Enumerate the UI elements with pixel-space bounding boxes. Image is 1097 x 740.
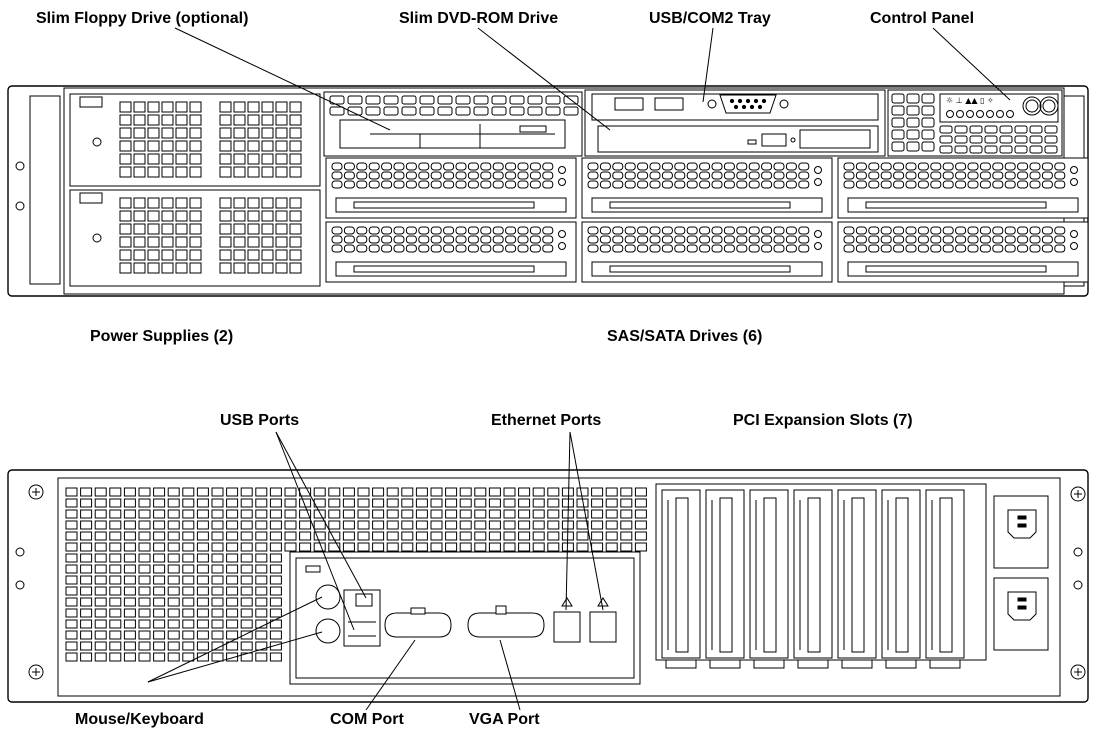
pci-slot bbox=[881, 489, 921, 669]
drive-bays bbox=[325, 157, 1089, 283]
label-slim-dvd-rom-drive: Slim DVD-ROM Drive bbox=[399, 10, 559, 27]
com-port bbox=[384, 612, 452, 638]
label-com-port: COM Port bbox=[330, 711, 404, 728]
ethernet-port-1 bbox=[553, 611, 581, 643]
vga-port bbox=[467, 612, 545, 638]
rear-panel bbox=[7, 469, 1089, 703]
ethernet-port-2 bbox=[589, 611, 617, 643]
drive-bay bbox=[325, 221, 577, 283]
front-leader-lines bbox=[174, 27, 1011, 131]
drive-bay bbox=[581, 157, 833, 219]
rear-leader-lines bbox=[147, 431, 604, 711]
status-led bbox=[956, 110, 964, 118]
pci-slot bbox=[705, 489, 745, 669]
drive-bay bbox=[581, 221, 833, 283]
label-sas-sata-drives: SAS/SATA Drives (6) bbox=[607, 328, 763, 345]
drive-bay bbox=[837, 157, 1089, 219]
pci-slot bbox=[661, 489, 701, 669]
front-panel: ☼ ⊥ ▲▲ ▯ ✧ bbox=[7, 85, 1089, 297]
label-usb-ports: USB Ports bbox=[220, 412, 300, 429]
label-vga-port: VGA Port bbox=[469, 711, 540, 728]
drive-bay bbox=[325, 157, 577, 219]
status-led bbox=[986, 110, 994, 118]
com2-port bbox=[719, 94, 777, 114]
front-usb-port-2 bbox=[654, 97, 684, 111]
status-led bbox=[996, 110, 1004, 118]
status-led bbox=[966, 110, 974, 118]
drive-bay bbox=[837, 221, 1089, 283]
power-supply-bays bbox=[69, 93, 321, 287]
pci-slot bbox=[793, 489, 833, 669]
front-usb-port-1 bbox=[614, 97, 644, 111]
pci-slot bbox=[837, 489, 877, 669]
label-mouse-keyboard: Mouse/Keyboard bbox=[75, 711, 204, 728]
pci-slot bbox=[925, 489, 965, 669]
status-led bbox=[946, 110, 954, 118]
label-power-supplies: Power Supplies (2) bbox=[90, 328, 234, 345]
label-usb-com2-tray: USB/COM2 Tray bbox=[649, 10, 771, 27]
label-pci-expansion-slots: PCI Expansion Slots (7) bbox=[733, 412, 913, 429]
label-slim-floppy-drive: Slim Floppy Drive (optional) bbox=[36, 10, 249, 27]
label-ethernet-ports: Ethernet Ports bbox=[491, 412, 602, 429]
pci-expansion-slots bbox=[661, 489, 965, 669]
keyboard-port bbox=[315, 618, 341, 644]
label-control-panel: Control Panel bbox=[870, 10, 975, 27]
svg-text:☼ ⊥ ▲▲ ▯ ✧: ☼ ⊥ ▲▲ ▯ ✧ bbox=[946, 96, 994, 105]
mouse-port bbox=[315, 584, 341, 610]
status-led bbox=[976, 110, 984, 118]
status-led bbox=[1006, 110, 1014, 118]
pci-slot bbox=[749, 489, 789, 669]
